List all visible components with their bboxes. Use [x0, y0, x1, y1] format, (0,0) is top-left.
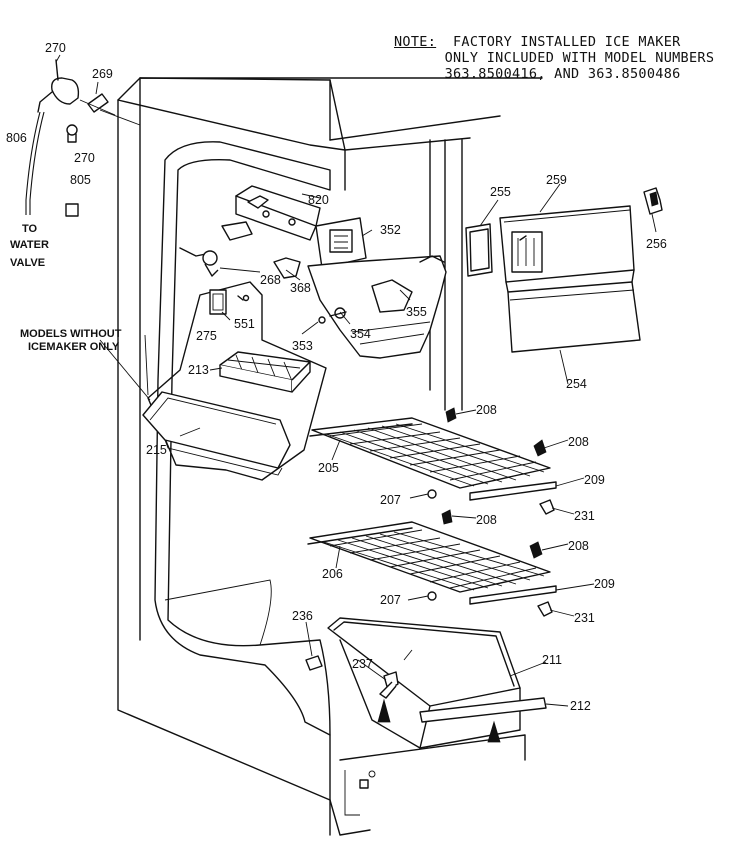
label-354: 354	[350, 327, 371, 341]
door-gasket	[154, 141, 331, 736]
label-valve: VALVE	[10, 257, 45, 269]
water-line-806	[25, 111, 41, 215]
support-208d	[529, 541, 543, 559]
shelf-206	[309, 521, 551, 593]
label-208-c: 208	[476, 513, 497, 527]
note-line-2: ONLY INCLUDED WITH MODEL NUMBERS	[444, 50, 715, 66]
ice-bin-355	[307, 255, 447, 359]
bin-dividers	[465, 187, 663, 353]
shelf-trim-209a	[469, 481, 557, 501]
note-prefix: NOTE:	[394, 34, 437, 50]
icemaker-820	[235, 185, 321, 227]
label-models-without: MODELS WITHOUT	[20, 328, 122, 340]
grommet-270	[66, 124, 78, 136]
label-231-a: 231	[574, 509, 595, 523]
shutoff-arm-268	[202, 250, 218, 266]
bracket-236	[305, 655, 323, 671]
label-208-a: 208	[476, 403, 497, 417]
shelf-trim-209b	[469, 585, 557, 605]
lower-wire-shelf	[307, 521, 557, 605]
support-208a	[445, 407, 457, 423]
leader-lines	[179, 183, 657, 707]
shelf-205	[311, 417, 551, 489]
label-820: 820	[308, 193, 329, 207]
label-207-a: 207	[380, 493, 401, 507]
drawer-front-254	[507, 281, 641, 353]
label-368: 368	[290, 281, 311, 295]
note-line-1: NOTE: FACTORY INSTALLED ICE MAKER	[394, 34, 681, 50]
shelf-supports	[427, 407, 555, 617]
screw-353	[318, 316, 326, 324]
fill-cup-270	[51, 77, 80, 105]
support-208c	[441, 509, 453, 525]
label-206: 206	[322, 567, 343, 581]
label-268: 268	[260, 273, 281, 287]
crisper-cover-259	[499, 205, 635, 283]
label-806: 806	[6, 131, 27, 145]
label-353: 353	[292, 339, 313, 353]
label-256: 256	[646, 237, 667, 251]
label-205: 205	[318, 461, 339, 475]
label-805: 805	[70, 173, 91, 187]
pan-211	[327, 617, 521, 707]
label-237: 237	[352, 657, 373, 671]
label-211: 211	[542, 653, 562, 667]
label-208-b: 208	[568, 435, 589, 449]
label-254: 254	[566, 377, 587, 391]
label-236: 236	[292, 609, 313, 623]
label-355: 355	[406, 305, 427, 319]
label-269: 269	[92, 67, 113, 81]
stud-207b	[427, 591, 437, 601]
clamp-805	[65, 203, 79, 217]
cap-231b	[537, 601, 553, 617]
label-water: WATER	[10, 239, 49, 251]
support-208b	[533, 439, 547, 457]
label-207-b: 207	[380, 593, 401, 607]
label-209-a: 209	[584, 473, 605, 487]
stud-207a	[427, 489, 437, 499]
label-212: 212	[570, 699, 591, 713]
label-231-b: 231	[574, 611, 595, 625]
label-209-b: 209	[594, 577, 615, 591]
label-259: 259	[546, 173, 567, 187]
label-275: 275	[196, 329, 217, 343]
pan-cover-212	[419, 697, 547, 723]
no-icemaker-kit	[99, 281, 327, 481]
label-213: 213	[188, 363, 209, 377]
icemaker-assembly	[179, 185, 447, 359]
label-icemaker-only: ICEMAKER ONLY	[28, 341, 120, 353]
label-to: TO	[22, 223, 38, 235]
fill-tube-269	[87, 93, 109, 113]
crisper-pan	[305, 617, 547, 749]
upper-wire-shelf	[309, 417, 557, 501]
bracket-275	[209, 289, 227, 315]
label-215: 215	[146, 443, 167, 457]
label-352: 352	[380, 223, 401, 237]
label-270-fillcup: 270	[45, 41, 66, 55]
bracket-368	[273, 257, 301, 279]
cap-231a	[539, 499, 555, 515]
label-255: 255	[490, 185, 511, 199]
water-fill-assembly	[25, 54, 141, 217]
label-208-d: 208	[568, 539, 589, 553]
label-270-grommet: 270	[74, 151, 95, 165]
part-labels: 270 269 806 270 805 TO WATER VALVE 820 3…	[6, 41, 667, 713]
label-551: 551	[234, 317, 255, 331]
